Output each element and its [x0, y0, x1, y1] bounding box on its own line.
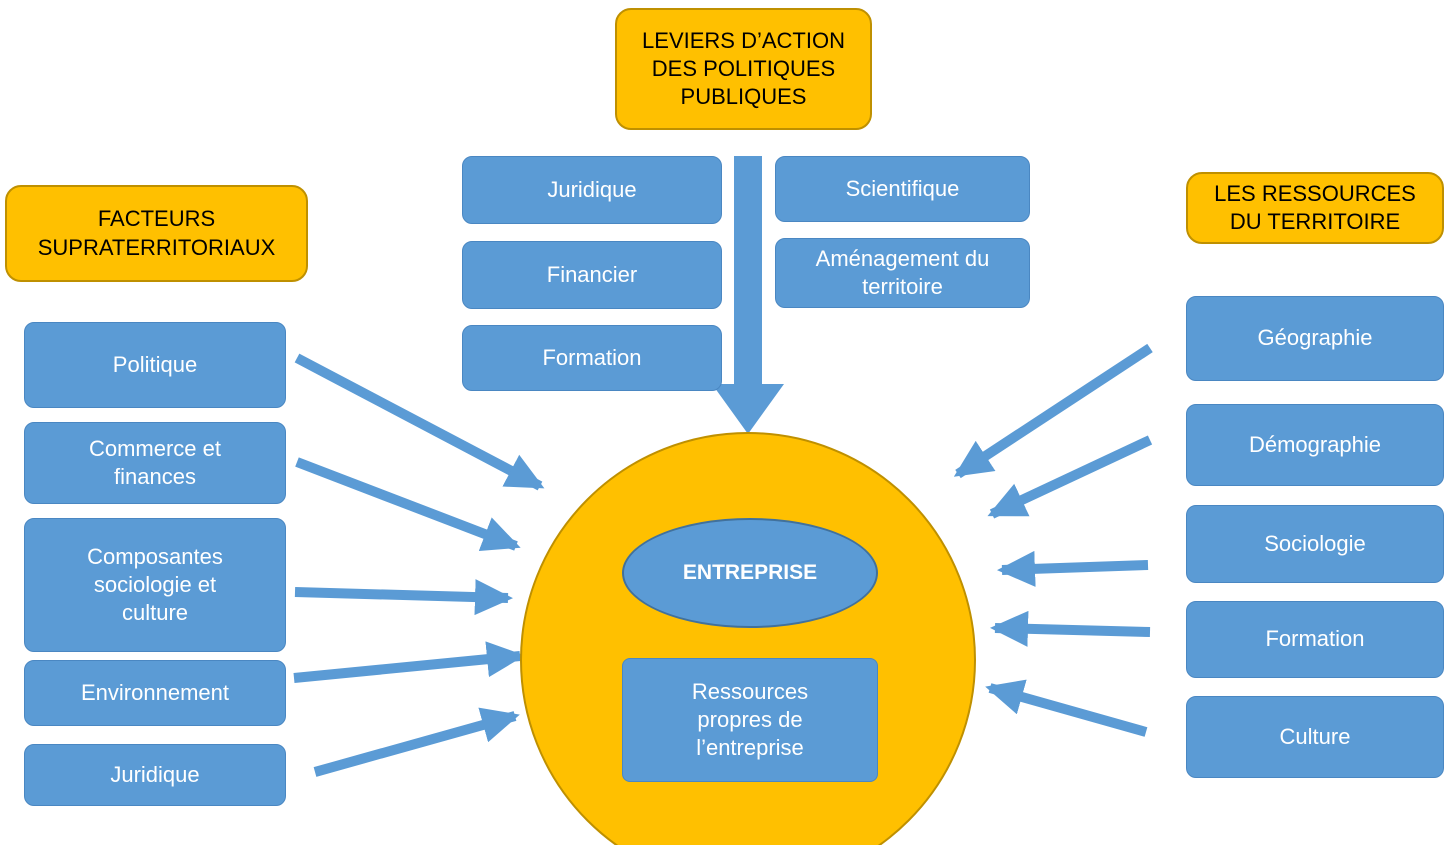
factor-label: Commerce et finances	[88, 435, 222, 489]
arrow-composantes	[294, 579, 513, 616]
resource-label: Géographie	[1257, 325, 1373, 351]
arrow-juridique-left	[313, 707, 520, 777]
factor-politique: Politique	[24, 322, 286, 408]
lever-financier: Financier	[462, 241, 722, 309]
resource-formation: Formation	[1186, 601, 1444, 678]
levers-title: LEVIERS D’ACTION DES POLITIQUES PUBLIQUE…	[642, 27, 845, 110]
factor-composantes-sociologie-culture: Composantes sociologie et culture	[24, 518, 286, 652]
resource-label: Formation	[1265, 626, 1365, 652]
main-down-arrow	[712, 156, 784, 434]
supraterritorial-title: FACTEURS SUPRATERRITORIAUX	[37, 206, 276, 260]
lever-scientifique: Scientifique	[775, 156, 1030, 222]
factor-label: Composantes sociologie et culture	[87, 543, 223, 626]
factor-label: Politique	[112, 351, 198, 377]
factor-environnement: Environnement	[24, 660, 286, 726]
lever-label: Scientifique	[845, 175, 960, 201]
arrow-environnement	[293, 641, 525, 683]
levers-header: LEVIERS D’ACTION DES POLITIQUES PUBLIQUE…	[615, 8, 872, 130]
arrow-sociologie	[997, 550, 1149, 587]
own-resources-label: Ressources propres de l’entreprise	[691, 678, 809, 761]
resource-demographie: Démographie	[1186, 404, 1444, 486]
lever-formation: Formation	[462, 325, 722, 391]
factor-commerce-finances: Commerce et finances	[24, 422, 286, 504]
lever-label: Aménagement du territoire	[815, 245, 990, 299]
resource-label: Démographie	[1248, 431, 1382, 457]
territory-title: LES RESSOURCES DU TERRITOIRE	[1214, 180, 1416, 234]
center-circle	[520, 432, 976, 845]
resource-geographie: Géographie	[1186, 296, 1444, 381]
arrow-commerce	[295, 457, 521, 551]
resource-culture: Culture	[1186, 696, 1444, 778]
arrow-formation-right	[990, 610, 1151, 647]
arrow-demographie	[987, 435, 1153, 519]
resource-label: Culture	[1279, 723, 1351, 749]
factor-juridique: Juridique	[24, 744, 286, 806]
entreprise-label: ENTREPRISE	[682, 560, 818, 584]
factor-label: Environnement	[81, 679, 229, 705]
arrow-geographie	[953, 343, 1153, 479]
lever-juridique: Juridique	[462, 156, 722, 224]
lever-label: Financier	[546, 261, 638, 287]
resource-label: Sociologie	[1264, 530, 1366, 556]
supraterritorial-header: FACTEURS SUPRATERRITORIAUX	[5, 185, 308, 282]
lever-amenagement: Aménagement du territoire	[775, 238, 1030, 308]
entreprise-ellipse: ENTREPRISE	[622, 518, 878, 628]
lever-label: Juridique	[547, 176, 637, 202]
lever-label: Formation	[542, 344, 642, 370]
resource-sociologie: Sociologie	[1186, 505, 1444, 583]
own-resources-box: Ressources propres de l’entreprise	[622, 658, 878, 782]
territory-header: LES RESSOURCES DU TERRITOIRE	[1186, 172, 1444, 244]
factor-label: Juridique	[110, 761, 200, 787]
arrow-culture	[985, 679, 1148, 737]
